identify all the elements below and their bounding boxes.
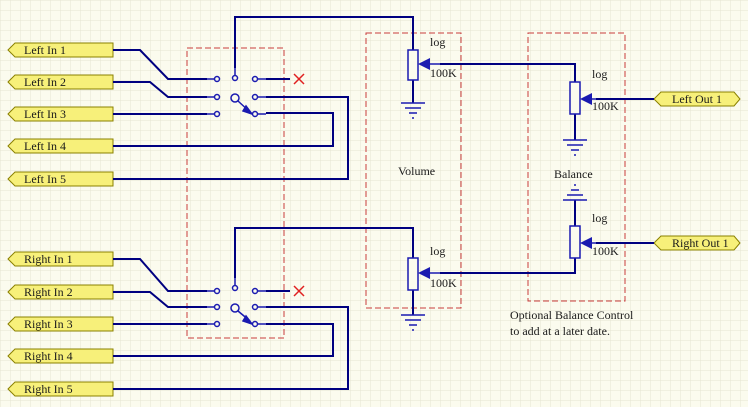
- volume-label: Volume: [398, 164, 435, 178]
- port-left-in-2[interactable]: Left In 2: [7, 74, 114, 90]
- left-input-ports: Left In 1 Left In 2 Left In 3 Left In 4 …: [7, 42, 114, 187]
- svg-text:Left In 4: Left In 4: [24, 139, 66, 153]
- svg-text:Right In 1: Right In 1: [24, 252, 73, 266]
- port-left-in-5[interactable]: Left In 5: [7, 171, 114, 187]
- port-left-in-1[interactable]: Left In 1: [7, 42, 114, 58]
- svg-text:Left In 5: Left In 5: [24, 172, 66, 186]
- right-channel-wires: [113, 200, 654, 390]
- left-no-connect-marker: [293, 73, 305, 85]
- svg-text:Right In 4: Right In 4: [24, 349, 73, 363]
- svg-text:Right In 2: Right In 2: [24, 285, 73, 299]
- ground-balance-bottom-icon: [563, 184, 587, 201]
- volume-pot-right-value: 100K: [430, 276, 457, 290]
- port-right-out-1[interactable]: Right Out 1: [653, 235, 741, 251]
- balance-label: Balance: [554, 167, 593, 181]
- svg-text:Left In 2: Left In 2: [24, 75, 66, 89]
- balance-pot-bottom-type: log: [592, 211, 607, 225]
- balance-pot-top[interactable]: [569, 81, 596, 115]
- volume-pot-right[interactable]: [407, 257, 440, 291]
- port-right-in-4[interactable]: Right In 4: [7, 348, 114, 364]
- balance-pot-bottom[interactable]: [569, 225, 596, 259]
- right-no-connect-marker: [293, 285, 305, 297]
- volume-pot-left-value: 100K: [430, 66, 457, 80]
- balance-pot-bottom-value: 100K: [592, 244, 619, 258]
- balance-pot-top-value: 100K: [592, 99, 619, 113]
- ground-balance-top-icon: [563, 139, 587, 156]
- left-channel-wires: [113, 16, 654, 180]
- port-right-in-5[interactable]: Right In 5: [7, 381, 114, 397]
- left-selector-switch[interactable]: [207, 68, 290, 118]
- port-right-in-1[interactable]: Right In 1: [7, 251, 114, 267]
- balance-note-line-1: Optional Balance Control: [510, 308, 634, 322]
- port-right-in-2[interactable]: Right In 2: [7, 284, 114, 300]
- ground-volume-right-icon: [401, 314, 425, 331]
- volume-pot-left-type: log: [430, 35, 445, 49]
- svg-text:Right In 5: Right In 5: [24, 382, 73, 396]
- svg-text:Right In 3: Right In 3: [24, 317, 73, 331]
- balance-pot-top-type: log: [592, 67, 607, 81]
- svg-text:Left Out 1: Left Out 1: [672, 92, 722, 106]
- svg-text:Left In 3: Left In 3: [24, 107, 66, 121]
- ground-volume-left-icon: [401, 102, 425, 119]
- port-left-out-1[interactable]: Left Out 1: [653, 91, 741, 107]
- port-left-in-3[interactable]: Left In 3: [7, 106, 114, 122]
- volume-pot-left[interactable]: [407, 49, 440, 81]
- balance-note-line-2: to add at a later date.: [510, 324, 610, 338]
- svg-text:Left In 1: Left In 1: [24, 43, 66, 57]
- svg-text:Right Out 1: Right Out 1: [672, 236, 729, 250]
- volume-pot-right-type: log: [430, 244, 445, 258]
- balance-region: [527, 32, 626, 302]
- right-selector-switch[interactable]: [207, 278, 290, 328]
- port-right-in-3[interactable]: Right In 3: [7, 316, 114, 332]
- port-left-in-4[interactable]: Left In 4: [7, 138, 114, 154]
